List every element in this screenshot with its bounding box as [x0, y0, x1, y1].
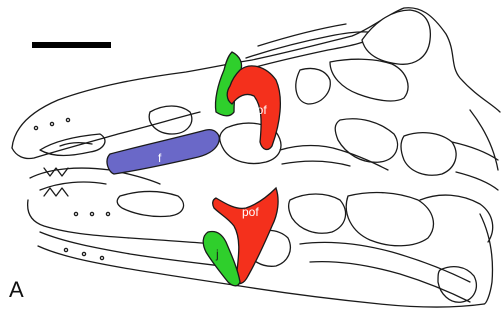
scale-bar: [32, 42, 111, 48]
frontal-bone: [107, 130, 219, 174]
lower-jugal-label: j: [215, 247, 219, 261]
upper-postorbitofrontal-label: pof: [250, 103, 267, 117]
panel-letter: A: [9, 279, 24, 301]
lower-postorbitofrontal-label: pof: [242, 205, 259, 219]
lower-jugal-bone: [203, 231, 240, 285]
